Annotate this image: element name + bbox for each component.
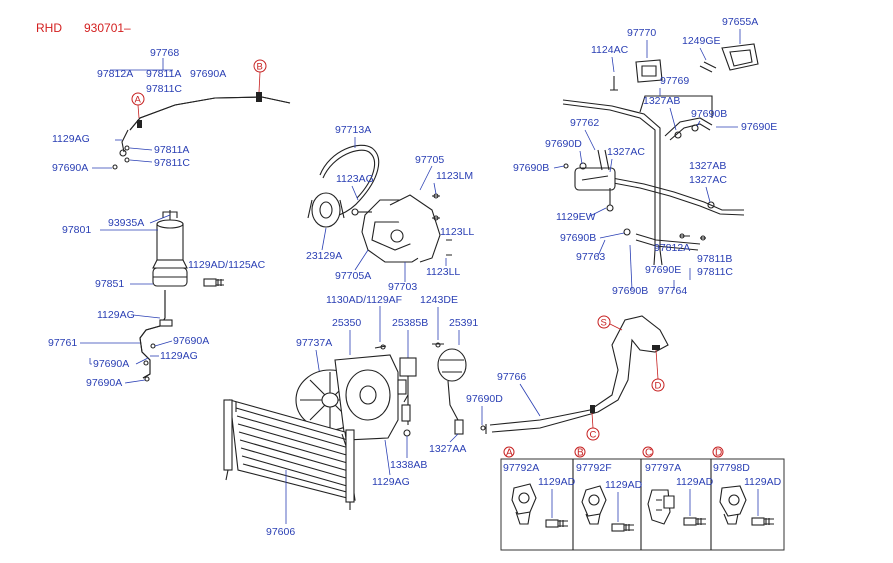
label-97690D-low: 97690D (466, 393, 503, 405)
label-97690A-m1: 97690A (93, 358, 129, 370)
label-1327AC-a: 1327AC (607, 146, 645, 158)
label-97690E-r: 97690E (645, 264, 681, 276)
label-1327AC-b: 1327AC (689, 174, 727, 186)
label-97811C-top: 97811C (146, 83, 182, 95)
detail-d-letter: D (715, 448, 722, 459)
label-1338AB: 1338AB (390, 459, 427, 471)
callout-b-top-letter: B (257, 62, 263, 73)
detail-a: A 97792A 1129AD (503, 446, 576, 528)
label-1327AB-b: 1327AB (689, 160, 726, 172)
callout-c-letter: C (590, 430, 597, 441)
detail-b-letter: B (577, 448, 584, 459)
detail-b: B 97792F 1129AD (574, 446, 643, 532)
label-1123LM: 1123LM (436, 170, 473, 182)
label-97690A-l: 97690A (52, 162, 88, 174)
label-1129AG-m3: 1129AG (160, 350, 198, 362)
label-97768: 97768 (150, 47, 179, 59)
label-1123LL-b: 1123LL (426, 266, 460, 278)
fan-motor-and-resistor (397, 348, 467, 437)
callout-a-top-letter: A (135, 95, 142, 106)
label-97769: 97769 (660, 75, 689, 87)
callout-s (597, 315, 611, 329)
label-97812A-r: 97812A (654, 242, 690, 254)
detail-a-letter: A (506, 448, 513, 459)
label-97811A: 97811A (146, 68, 181, 80)
label-97762: 97762 (570, 117, 599, 129)
callout-d-letter: D (655, 381, 662, 392)
label-97690A-top: 97690A (190, 68, 226, 80)
label-97766: 97766 (497, 371, 526, 383)
label-25350: 25350 (332, 317, 361, 329)
detail-b-bolt: 1129AD (605, 479, 643, 491)
label-1327AA: 1327AA (429, 443, 466, 455)
label-97655A: 97655A (722, 16, 758, 28)
detail-a-bolt: 1129AD (538, 476, 576, 488)
label-1327AB-a: 1327AB (643, 95, 680, 107)
label-1129AD-1125AC: 1129AD/1125AC (188, 259, 266, 271)
label-25385B: 25385B (392, 317, 428, 329)
label-97690D-r: 97690D (545, 138, 582, 150)
label-97703: 97703 (388, 281, 417, 293)
callout-s-letter: S (601, 318, 607, 329)
label-23129A: 23129A (306, 250, 342, 262)
discharge-hose-assembly (112, 92, 291, 170)
label-97705: 97705 (415, 154, 444, 166)
label-1124AC: 1124AC (591, 44, 629, 56)
label-97606: 97606 (266, 526, 295, 538)
label-1130AD-1129AF: 1130AD/1129AF (326, 294, 402, 306)
label-97811B: 97811B (697, 253, 732, 265)
label-97690B-a: 97690B (691, 108, 727, 120)
label-1129AG-top: 1129AG (52, 133, 90, 145)
label-97690B-c: 97690B (560, 232, 596, 244)
label-97690B-l: 97690B (513, 162, 549, 174)
detail-a-part: 97792A (503, 462, 539, 474)
label-97812A: 97812A (97, 68, 133, 80)
compressor-belt-group (307, 144, 452, 263)
label-97690A-m2: 97690A (173, 335, 209, 347)
label-97705A: 97705A (335, 270, 371, 282)
label-1243DE: 1243DE (420, 294, 458, 306)
label-25391: 25391 (449, 317, 478, 329)
label-97763: 97763 (576, 251, 605, 263)
serial-range-label: 930701– (84, 21, 131, 35)
condenser (223, 399, 356, 510)
detail-c-bolt: 1129AD (676, 476, 714, 488)
label-97801: 97801 (62, 224, 91, 236)
variant-label: RHD (36, 21, 62, 35)
liquid-pipe-97761 (139, 290, 173, 382)
label-97737A: 97737A (296, 337, 332, 349)
label-93935A: 93935A (108, 217, 144, 229)
label-1123LL-a: 1123LL (440, 226, 474, 238)
label-97811A-b: 97811A (154, 144, 189, 156)
label-1129EW: 1129EW (556, 211, 596, 223)
detail-panel (500, 458, 785, 551)
condenser-fan-assembly (295, 342, 444, 441)
detail-d: D 97798D 1129AD (712, 446, 782, 526)
suction-hose-group (562, 43, 759, 266)
label-1129AG-mid: 1129AG (97, 309, 135, 321)
detail-d-bolt: 1129AD (744, 476, 782, 488)
label-97851: 97851 (95, 278, 124, 290)
detail-c: C 97797A 1129AD (642, 446, 714, 526)
detail-c-letter: C (645, 448, 652, 459)
detail-c-part: 97797A (645, 462, 681, 474)
label-97690A-m4: 97690A (86, 377, 122, 389)
label-97690B-d: 97690B (612, 285, 648, 297)
label-97764: 97764 (658, 285, 687, 297)
liquid-tube-97766 (485, 315, 669, 434)
receiver-drier (152, 210, 224, 287)
label-97761: 97761 (48, 337, 77, 349)
label-97770: 97770 (627, 27, 656, 39)
label-97811C-b: 97811C (154, 157, 190, 169)
label-1123AG: 1123AG (336, 173, 374, 185)
label-97713A: 97713A (335, 124, 371, 136)
label-97811C-r: 97811C (697, 266, 733, 278)
detail-b-part: 97792F (576, 462, 612, 474)
label-97690E-a: 97690E (741, 121, 777, 133)
label-1249GE: 1249GE (682, 35, 721, 47)
detail-d-part: 97798D (713, 462, 750, 474)
label-1129AG-low: 1129AG (372, 476, 410, 488)
